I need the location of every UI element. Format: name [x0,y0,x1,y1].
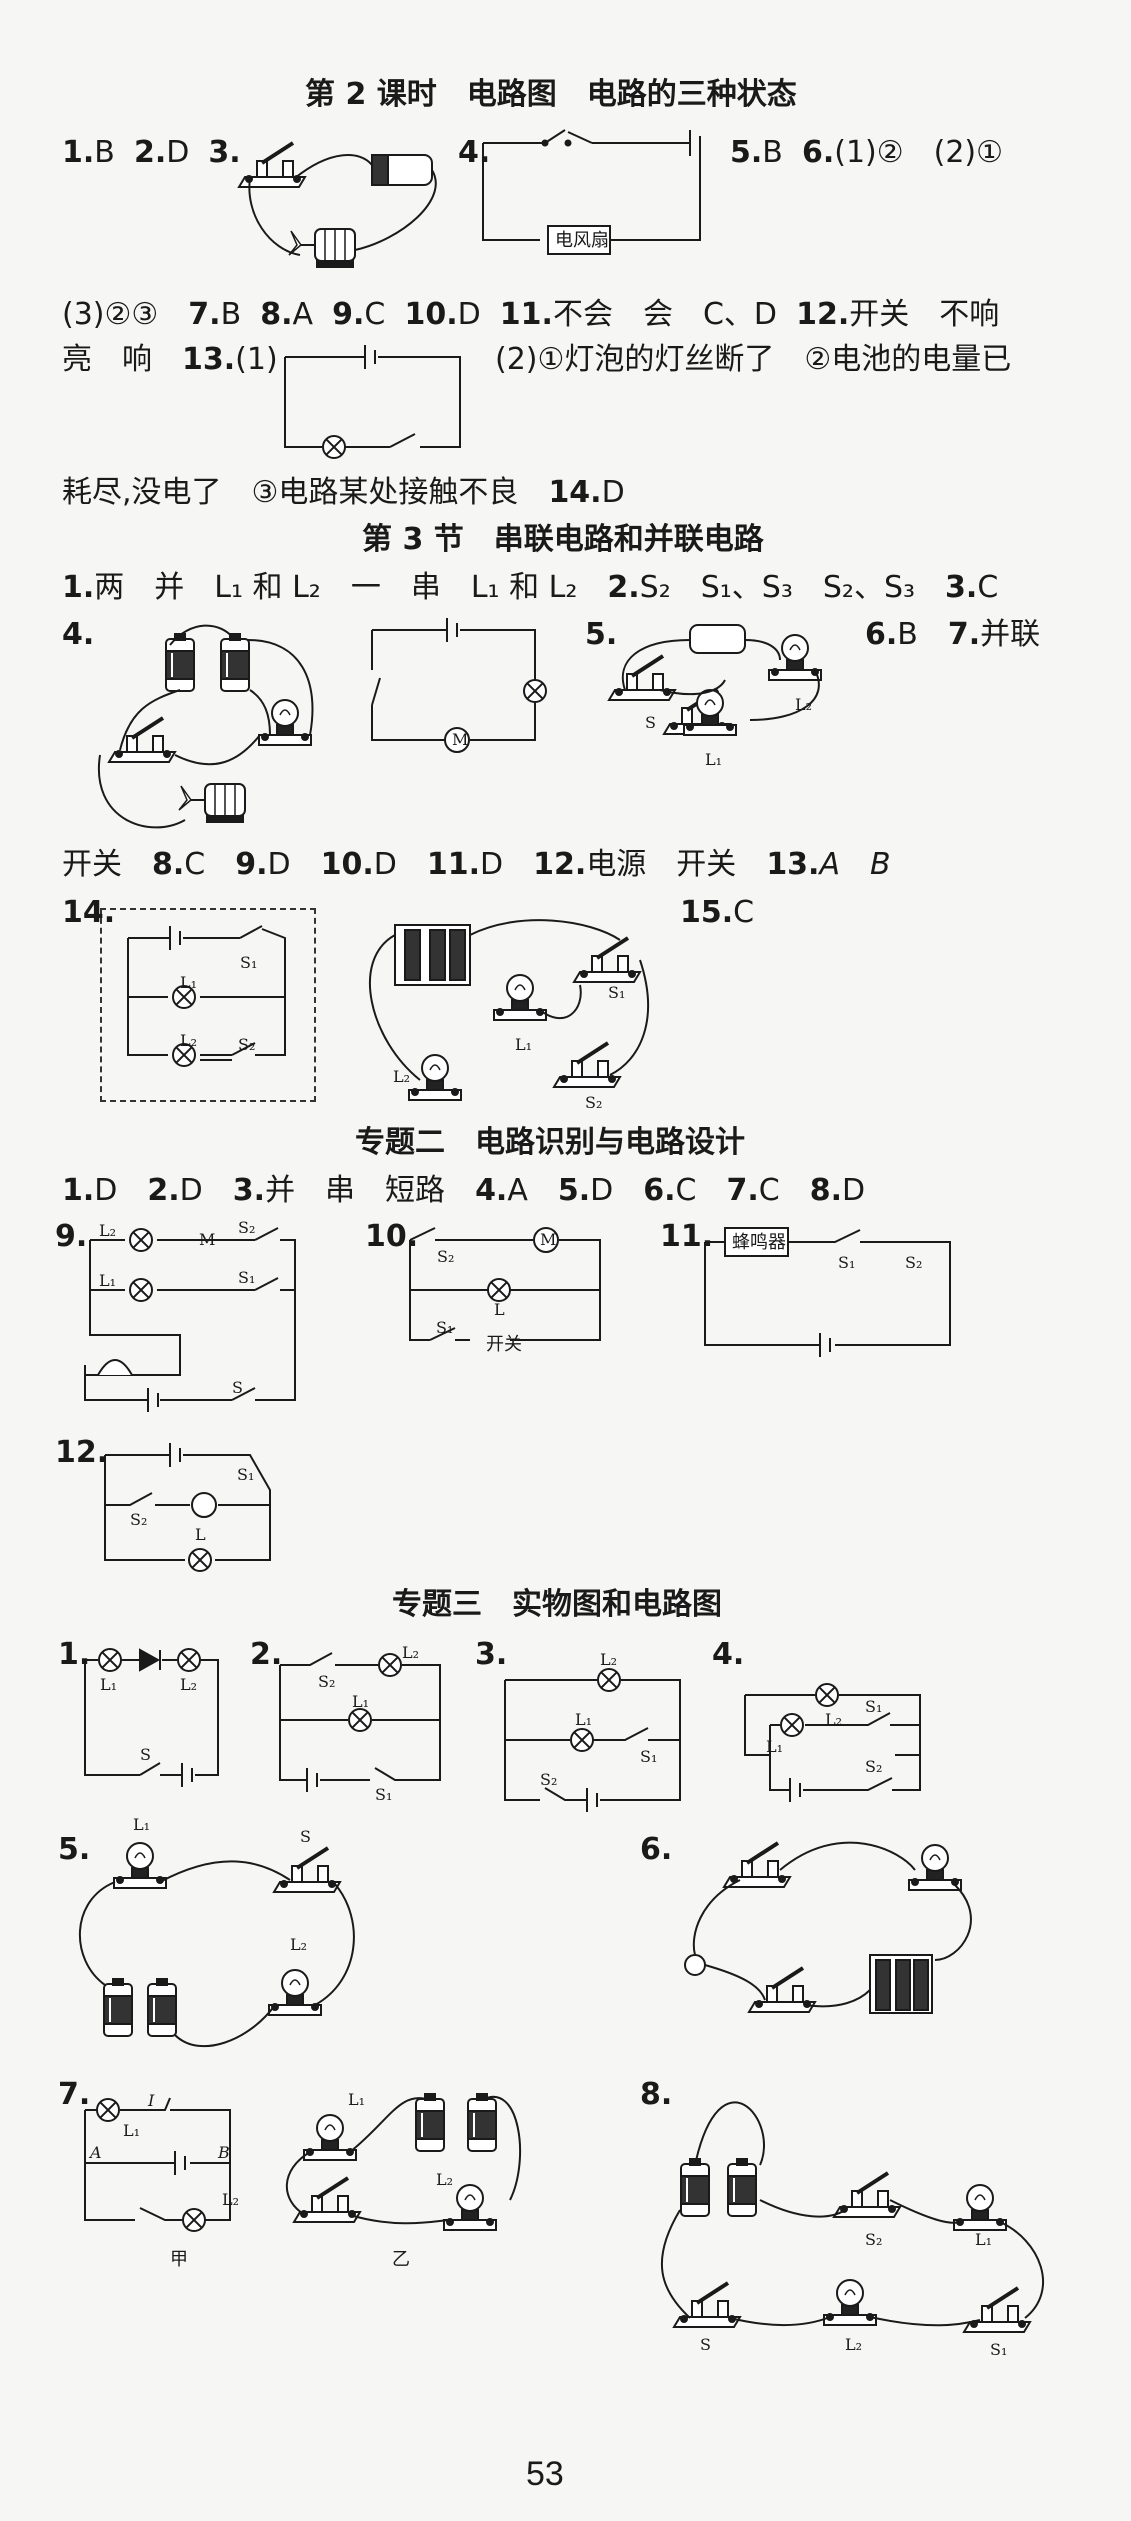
label-l1: L₁ [133,1815,150,1834]
answer-15-b: 15.C [680,895,755,930]
answer-4-b: 4. [62,617,95,652]
label-l2: L₂ [180,1031,197,1050]
answer-line-c1: 1.D 2.D 3.并 串 短路 4.A 5.D 6.C 7.C 8.D [62,1173,866,1208]
label-l1: L₁ [515,1035,532,1054]
switch-text-label: 开关 [486,1334,522,1355]
label-s: S [232,1378,243,1397]
label-l1: L₁ [180,973,197,992]
label-s1: S₁ [990,2340,1007,2359]
label-l2: L₂ [600,1650,617,1669]
label-l1: L₁ [123,2121,140,2140]
label-l1: L₁ [975,2230,992,2249]
label-i: I [147,2091,155,2110]
label-l1: L₁ [99,1271,116,1290]
page-number: 53 [526,2455,564,2493]
label-l2: L₂ [436,2170,453,2189]
label-b: B [217,2143,230,2162]
label-s1: S₁ [608,983,625,1002]
answer-line-4: 耗尽,没电了 ③电路某处接触不良 14.D [62,475,625,510]
label-l: L [195,1525,206,1544]
label-s: S [645,713,656,732]
d7-label: 7. [58,2077,91,2112]
answer-line-b1: 1.两 并 L₁ 和 L₂ 一 串 L₁ 和 L₂ 2.S₂ S₁、S₃ S₂、… [62,570,999,605]
label-a: A [88,2143,102,2162]
answer-14-b: 14. [62,895,116,930]
answer-line-2: (3)②③ 7.B 8.A 9.C 10.D 11.不会 会 C、D 12.开关… [62,297,1000,332]
label-s1: S₁ [240,953,257,972]
label-s2: S₂ [130,1510,147,1529]
label-s2: S₂ [905,1253,922,1272]
label-s: S [700,2335,711,2354]
label-l2: L₂ [99,1221,116,1240]
label-s1: S₁ [237,1465,254,1484]
d3-label: 3. [475,1637,508,1672]
d6-label: 6. [640,1832,673,1867]
answer-5-6: 5.B 6.(1)② (2)① [730,135,1004,170]
label-l2: L₂ [393,1067,410,1086]
label-l: L [494,1300,505,1319]
heading-section-3: 第 3 节 串联电路和并联电路 [362,522,764,557]
d8-label: 8. [640,2077,673,2112]
answer-5-b: 5. [585,617,618,652]
heading-topic-2: 专题二 电路识别与电路设计 [355,1125,745,1160]
motor-m-label: M [199,1230,215,1249]
fan-label: 电风扇 [555,230,609,251]
label-s: S [140,1745,151,1764]
buzzer-label: 蜂鸣器 [732,1232,786,1253]
label-s2: S₂ [540,1770,557,1789]
q14-dashed-frame [100,908,316,1102]
answer-6-7-b: 6.B 7.并联 [865,617,1041,652]
label-s2: S₂ [437,1247,454,1266]
label-l2: L₂ [845,2335,862,2354]
motor-m-label: M [452,730,468,749]
d4-label: 4. [712,1637,745,1672]
label-s2: S₂ [585,1093,602,1112]
label-s2: S₂ [238,1035,255,1054]
motor-m-label: M [540,1230,556,1249]
label-l2: L₂ [222,2190,239,2209]
label-l1: L₁ [575,1710,592,1729]
label-s2: S₂ [865,1757,882,1776]
answer-line-1: 1.B 2.D 3. [62,135,241,170]
label-s: S [300,1827,311,1846]
label-s2: S₂ [238,1218,255,1237]
label-s1: S₁ [838,1253,855,1272]
yi-label: 乙 [392,2249,410,2270]
label-l1: L₁ [705,750,722,769]
heading-topic-3: 专题三 实物图和电路图 [392,1587,722,1622]
answer-line-3: 亮 响 13.(1) [62,342,278,377]
label-l2: L₂ [402,1643,419,1662]
label-s1: S₁ [375,1785,392,1804]
jia-label: 甲 [170,2249,188,2270]
q12-label: 12. [55,1435,109,1470]
label-s1: S₁ [640,1747,657,1766]
label-s2: S₂ [865,2230,882,2249]
label-s1: S₁ [436,1318,453,1337]
answer-line-3-right: (2)①灯泡的灯丝断了 ②电池的电量已 [495,342,1012,377]
label-l1: L₁ [352,1692,369,1711]
label-l2: L₂ [825,1710,842,1729]
label-s1: S₁ [865,1697,882,1716]
label-l2: L₂ [290,1935,307,1954]
q9-label: 9. [55,1219,88,1254]
label-l1: L₁ [348,2090,365,2109]
d5-label: 5. [58,1832,91,1867]
heading-lesson-2: 第 2 课时 电路图 电路的三种状态 [305,77,797,112]
label-l2: L₂ [795,695,812,714]
label-s1: S₁ [238,1268,255,1287]
label-s2: S₂ [318,1672,335,1691]
label-l1: L₁ [766,1737,783,1756]
d2-label: 2. [250,1637,283,1672]
label-l2: L₂ [180,1675,197,1694]
answer-line-b3: 开关 8.C 9.D 10.D 11.D 12.电源 开关 13.A B [62,847,891,882]
label-l1: L₁ [100,1675,117,1694]
